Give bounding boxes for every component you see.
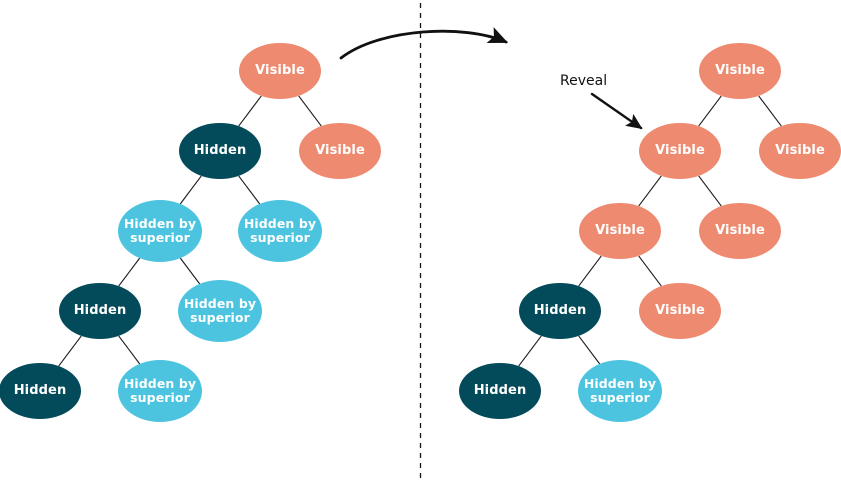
tree-edge: [638, 255, 662, 287]
tree-node-label: Visible: [655, 302, 705, 318]
tree-node-label: Hidden by superior: [123, 376, 197, 405]
tree-node-label: Hidden: [73, 302, 127, 318]
tree-edge: [758, 95, 782, 127]
tree-node-r3r[interactable]: Visible: [639, 283, 721, 339]
tree-node-l3l[interactable]: Hidden: [59, 283, 141, 339]
tree-node-label: Hidden: [533, 302, 587, 318]
tree-node-l2l[interactable]: Hidden by superior: [118, 200, 202, 262]
tree-edge: [578, 335, 601, 365]
tree-edge: [238, 175, 261, 205]
tree-node-l4r[interactable]: Hidden by superior: [118, 360, 202, 422]
tree-node-l3r[interactable]: Hidden by superior: [178, 280, 262, 342]
reveal-annotation-label: Reveal: [560, 73, 608, 89]
reveal-arrow: [590, 92, 643, 130]
tree-node-l2r[interactable]: Hidden by superior: [238, 200, 322, 262]
tree-node-r2r[interactable]: Visible: [699, 203, 781, 259]
tree-node-label: Visible: [775, 142, 825, 158]
tree-node-label: Hidden by superior: [183, 296, 257, 325]
tree-edge: [58, 335, 82, 367]
tree-node-label: Visible: [655, 142, 705, 158]
tree-node-r4l[interactable]: Hidden: [459, 363, 541, 419]
tree-node-r0[interactable]: Visible: [699, 43, 781, 99]
tree-node-label: Hidden: [473, 382, 527, 398]
tree-node-label: Visible: [595, 222, 645, 238]
tree-edge: [118, 257, 141, 287]
tree-node-label: Visible: [315, 142, 365, 158]
tree-edge: [179, 175, 202, 205]
tree-node-label: Hidden: [193, 142, 247, 158]
tree-node-label: Hidden by superior: [123, 216, 197, 245]
tree-node-r1l[interactable]: Visible: [639, 123, 721, 179]
tree-edge: [698, 175, 722, 207]
tree-node-label: Hidden by superior: [583, 376, 657, 405]
tree-edge: [518, 335, 542, 367]
tree-node-label: Visible: [715, 222, 765, 238]
tree-edge: [179, 257, 201, 285]
tree-node-l1r[interactable]: Visible: [299, 123, 381, 179]
tree-node-l4l[interactable]: Hidden: [0, 363, 81, 419]
tree-node-r1r[interactable]: Visible: [759, 123, 841, 179]
tree-node-label: Visible: [715, 62, 765, 78]
tree-edge: [298, 95, 322, 127]
transition-curved-arrow: [339, 27, 509, 60]
tree-node-l1l[interactable]: Hidden: [179, 123, 261, 179]
tree-node-label: Hidden by superior: [243, 216, 317, 245]
tree-node-l0[interactable]: Visible: [239, 43, 321, 99]
tree-edge: [118, 335, 141, 365]
tree-node-r4r[interactable]: Hidden by superior: [578, 360, 662, 422]
tree-node-label: Hidden: [13, 382, 67, 398]
tree-node-label: Visible: [255, 62, 305, 78]
tree-edge: [238, 95, 262, 127]
tree-edge: [578, 255, 602, 287]
tree-node-r2l[interactable]: Visible: [579, 203, 661, 259]
tree-edge: [698, 95, 722, 127]
tree-edge: [638, 175, 662, 207]
tree-node-r3l[interactable]: Hidden: [519, 283, 601, 339]
